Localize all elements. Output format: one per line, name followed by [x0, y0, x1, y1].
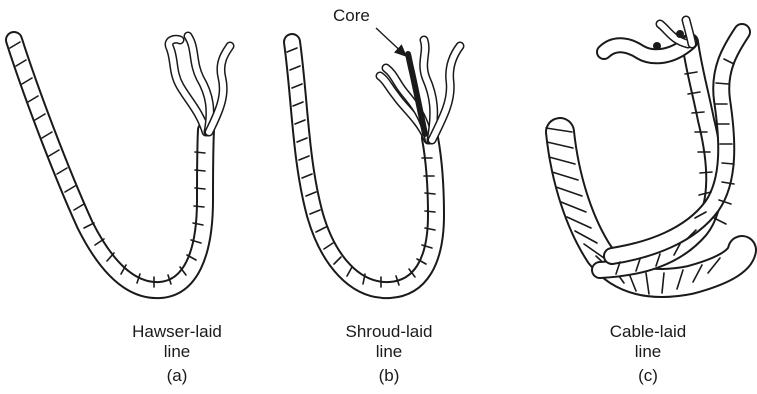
- caption-c-line1: Cable-laid: [548, 322, 748, 342]
- caption-a-letter: (a): [77, 366, 277, 386]
- caption-c-letter: (c): [548, 366, 748, 386]
- caption-b-line1: Shroud-laid: [289, 322, 489, 342]
- caption-a-line2: line: [77, 342, 277, 362]
- hawser-strands: [169, 36, 230, 132]
- strand-end-dot: [653, 42, 661, 50]
- caption-c: Cable-laid line (c): [548, 322, 748, 386]
- caption-a: Hawser-laid line (a): [77, 322, 277, 386]
- shroud-strands: [380, 40, 460, 140]
- cable-laid-rope: [546, 20, 742, 294]
- core-arrow: [376, 28, 406, 56]
- cable-inner-strands: [600, 20, 742, 270]
- caption-b-letter: (b): [289, 366, 489, 386]
- strand-end-dot: [676, 30, 684, 38]
- caption-a-line1: Hawser-laid: [77, 322, 277, 342]
- caption-c-line2: line: [548, 342, 748, 362]
- shroud-laid-rope: [287, 28, 460, 290]
- hawser-laid-rope: [10, 36, 230, 290]
- caption-b: Shroud-laid line (b): [289, 322, 489, 386]
- caption-b-line2: line: [289, 342, 489, 362]
- core-label: Core: [333, 6, 370, 26]
